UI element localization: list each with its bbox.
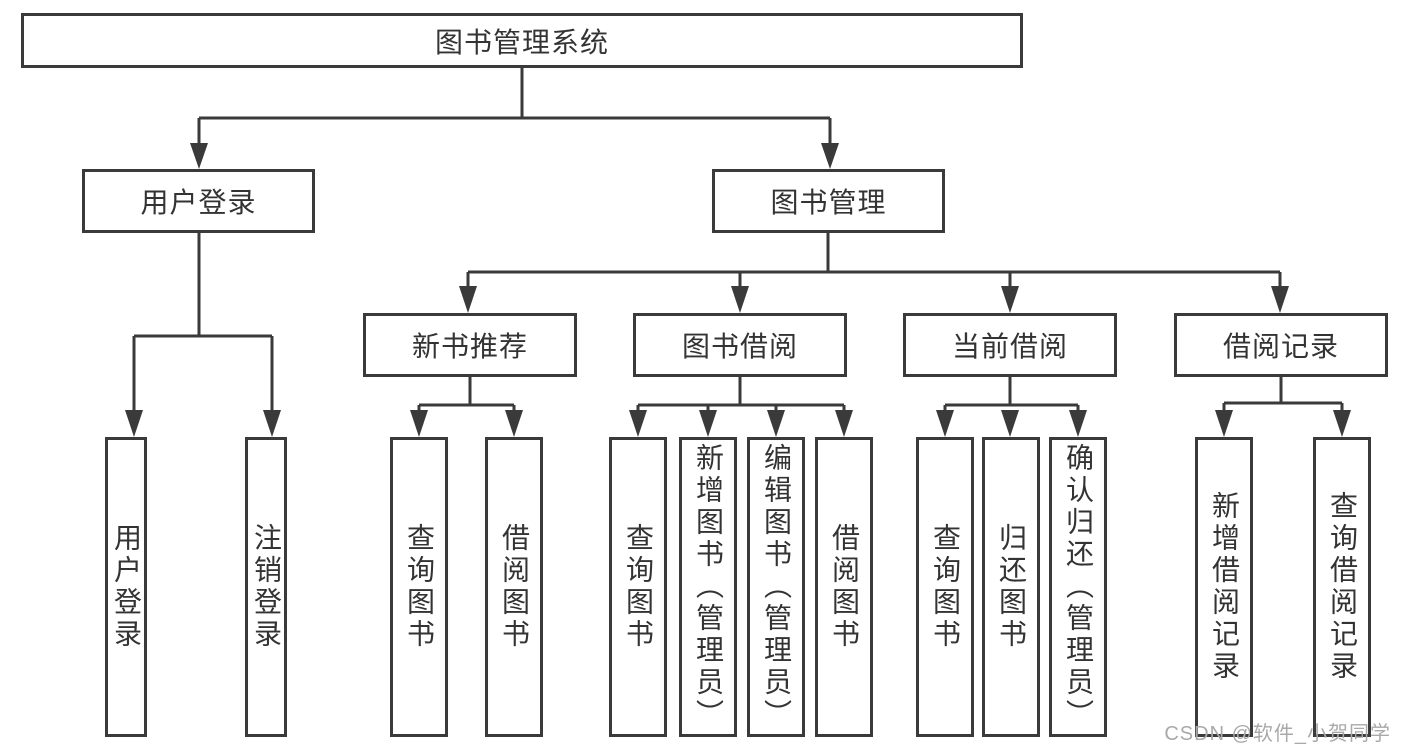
leaf-query-borrow-record: 查询借阅记录 bbox=[1313, 437, 1371, 737]
connector-borrowrecords-to-leaves bbox=[1215, 377, 1351, 437]
leaf-borrow-books-borrowing: 借阅图书 bbox=[815, 437, 873, 737]
leaf-borrow-books-newbook: 借阅图书 bbox=[485, 437, 543, 737]
node-current-borrowing: 当前借阅 bbox=[903, 313, 1117, 377]
leaf-add-books-admin: 新增图书（管理员） bbox=[679, 437, 737, 737]
leaf-logout: 注销登录 bbox=[245, 437, 287, 737]
connector-currentborrow-to-leaves bbox=[936, 377, 1087, 437]
node-book-borrowing: 图书借阅 bbox=[633, 313, 847, 377]
leaf-query-books-current: 查询图书 bbox=[916, 437, 974, 737]
node-user-login: 用户登录 bbox=[82, 169, 315, 233]
leaf-confirm-return-admin: 确认归还（管理员） bbox=[1049, 437, 1107, 737]
leaf-query-books-borrowing: 查询图书 bbox=[609, 437, 667, 737]
leaf-edit-books-admin: 编辑图书（管理员） bbox=[747, 437, 805, 737]
node-borrowing-records: 借阅记录 bbox=[1174, 313, 1388, 377]
connector-bookmgmt-to-level3 bbox=[459, 233, 1289, 313]
leaf-return-books: 归还图书 bbox=[982, 437, 1040, 737]
node-library-management-system: 图书管理系统 bbox=[21, 13, 1023, 68]
connector-bookborrow-to-leaves bbox=[629, 377, 853, 437]
csdn-watermark: CSDN @软件_小贺同学 bbox=[1164, 723, 1391, 745]
leaf-user-login: 用户登录 bbox=[105, 437, 147, 737]
connector-root-to-level2 bbox=[190, 68, 839, 169]
connector-userlogin-to-leaves bbox=[125, 233, 281, 437]
node-book-management: 图书管理 bbox=[712, 169, 945, 233]
leaf-query-books-newbook: 查询图书 bbox=[390, 437, 448, 737]
node-new-book-recommend: 新书推荐 bbox=[363, 313, 577, 377]
leaf-add-borrow-record: 新增借阅记录 bbox=[1195, 437, 1253, 737]
connector-newbook-to-leaves bbox=[410, 377, 523, 437]
